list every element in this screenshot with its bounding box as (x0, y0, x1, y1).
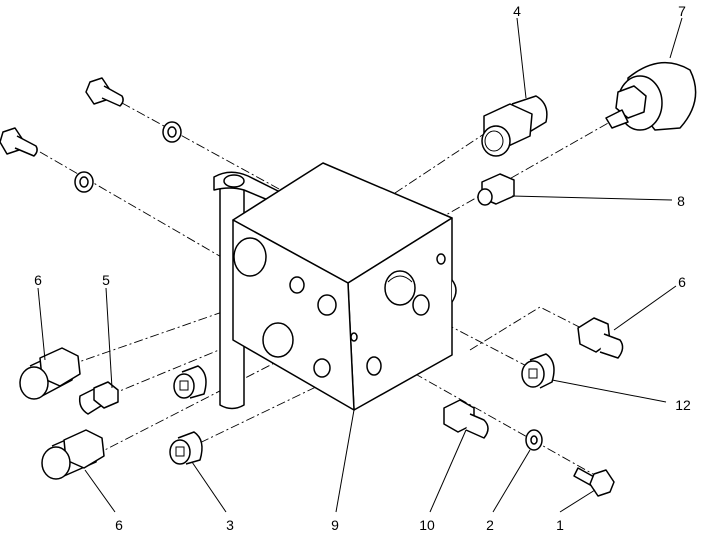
callout-8: 7 (678, 3, 686, 19)
callout-10: 9 (331, 517, 339, 533)
callout-3: 3 (226, 517, 234, 533)
callout-6-upper: 6 (34, 272, 42, 288)
adapter-9 (477, 173, 515, 206)
fitting-4 (481, 95, 548, 157)
fitting-6-upper (19, 347, 81, 400)
callout-4: 4 (513, 3, 521, 19)
bolt-left (0, 127, 38, 157)
callout-11: 10 (419, 517, 435, 533)
callout-6-lower: 6 (115, 517, 123, 533)
fitting-11 (443, 399, 489, 439)
plug-3-upper (173, 365, 207, 399)
callout-12: 12 (675, 397, 691, 413)
valve-block (213, 162, 457, 411)
sensor-8 (605, 61, 697, 131)
callout-7: 6 (678, 274, 686, 290)
plug-3 (169, 431, 203, 465)
callout-labels: 4 7 8 6 12 6 5 6 3 9 10 2 1 (34, 3, 691, 533)
fitting-5 (78, 381, 119, 415)
washer-left (74, 171, 94, 193)
leader-lines (37, 17, 683, 513)
callout-1: 1 (556, 517, 564, 533)
fitting-7 (577, 317, 624, 359)
callout-9: 8 (677, 193, 685, 209)
bolt-upper (85, 77, 124, 107)
plug-12 (521, 353, 555, 389)
callout-5: 5 (102, 272, 110, 288)
washer-upper (162, 121, 182, 143)
fitting-6-lower (41, 429, 105, 480)
callout-2: 2 (486, 517, 494, 533)
washer-2 (525, 429, 543, 451)
bolt-1 (573, 467, 615, 497)
